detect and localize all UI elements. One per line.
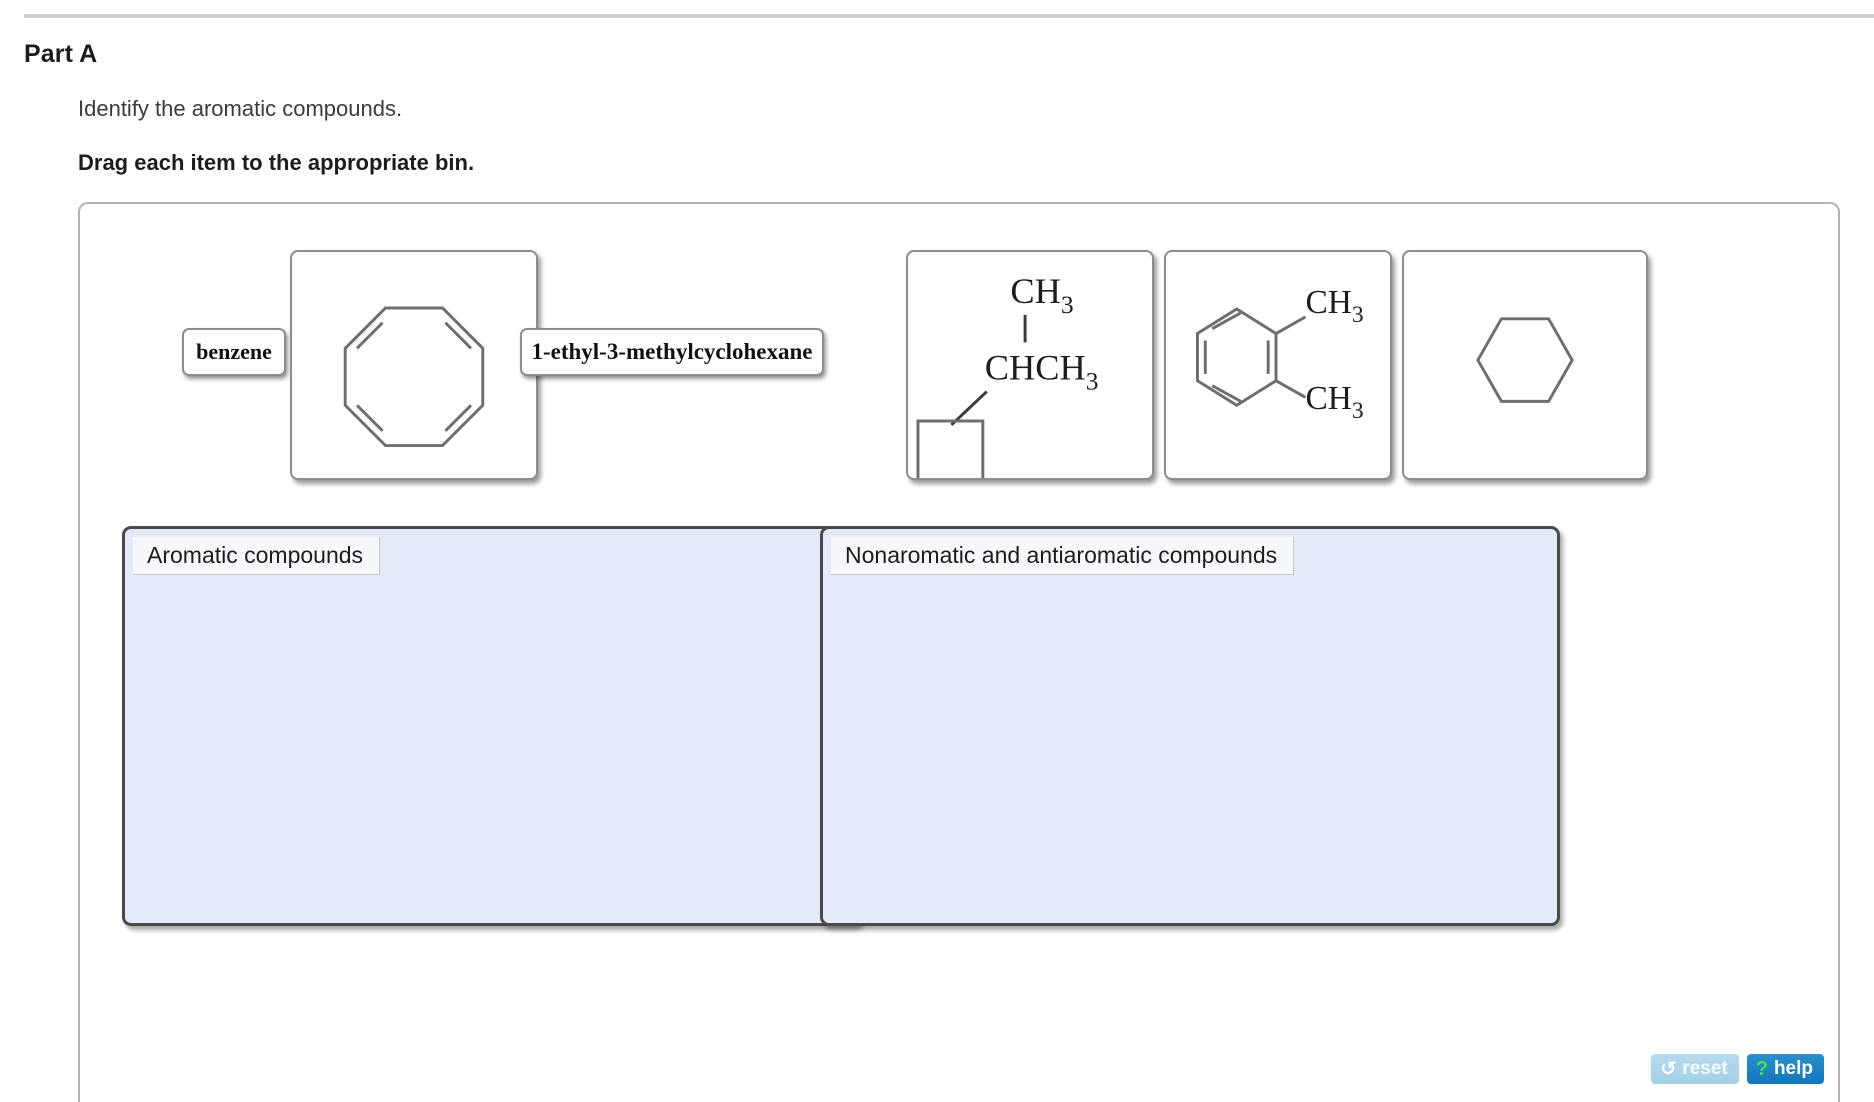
draggable-item-1-ethyl-3-methylcyclohexane[interactable]: 1-ethyl-3-methylcyclohexane [520,328,824,376]
top-divider [24,14,1874,18]
svg-text:CH3: CH3 [1306,284,1364,328]
circular-arrow-icon: ↺ [1660,1058,1677,1080]
drag-instruction: Drag each item to the appropriate bin. [78,150,475,175]
item-tray: benzene 1-ethyl-3-methylcyclohexane [80,204,1842,494]
bin-label: Aromatic compounds [133,537,381,575]
atom-label-chch: CHCH [985,348,1086,388]
atom-subscript: 3 [1352,398,1364,424]
reset-button[interactable]: ↺ reset [1651,1054,1739,1084]
activity-panel: benzene 1-ethyl-3-methylcyclohexane [78,202,1840,1102]
page-title: Part A [24,40,98,68]
draggable-item-label: benzene [196,339,272,364]
help-button-label: help [1773,1058,1813,1079]
svg-text:CH3: CH3 [1010,271,1073,319]
footer-button-group: ↺ reset ? help [1651,1054,1824,1084]
isopropylcyclobutane-icon: CH3 CHCH3 [916,271,1099,478]
draggable-item-cyclooctatetraene[interactable] [290,250,538,480]
question-mark-icon: ? [1755,1058,1768,1080]
cyclohexane-icon [1476,317,1574,403]
draggable-item-isopropylcyclobutane[interactable]: CH3 CHCH3 [906,250,1154,480]
atom-label-ch: CH [1010,271,1060,311]
atom-subscript: 3 [1061,290,1074,319]
draggable-item-cyclohexane[interactable] [1402,250,1648,480]
question-prompt: Identify the aromatic compounds. [78,96,403,121]
draggable-item-benzene[interactable]: benzene [182,328,286,376]
drop-bin-aromatic[interactable]: Aromatic compounds [122,526,862,926]
atom-subscript: 3 [1352,302,1364,328]
atom-label-ch: CH [1306,284,1352,321]
svg-text:CH3: CH3 [1306,380,1364,424]
ortho-xylene-icon: CH3 CH3 [1195,284,1364,424]
draggable-item-label: 1-ethyl-3-methylcyclohexane [531,339,813,364]
reset-button-label: reset [1682,1058,1728,1079]
bin-label: Nonaromatic and antiaromatic compounds [831,537,1295,575]
help-button[interactable]: ? help [1746,1054,1824,1084]
draggable-item-ortho-xylene[interactable]: CH3 CH3 [1164,250,1392,480]
svg-text:CHCH3: CHCH3 [985,348,1099,396]
atom-label-ch: CH [1306,380,1352,417]
drop-bin-nonaromatic[interactable]: Nonaromatic and antiaromatic compounds [820,526,1560,926]
atom-subscript: 3 [1086,367,1099,396]
cyclooctatetraene-icon [343,306,485,448]
